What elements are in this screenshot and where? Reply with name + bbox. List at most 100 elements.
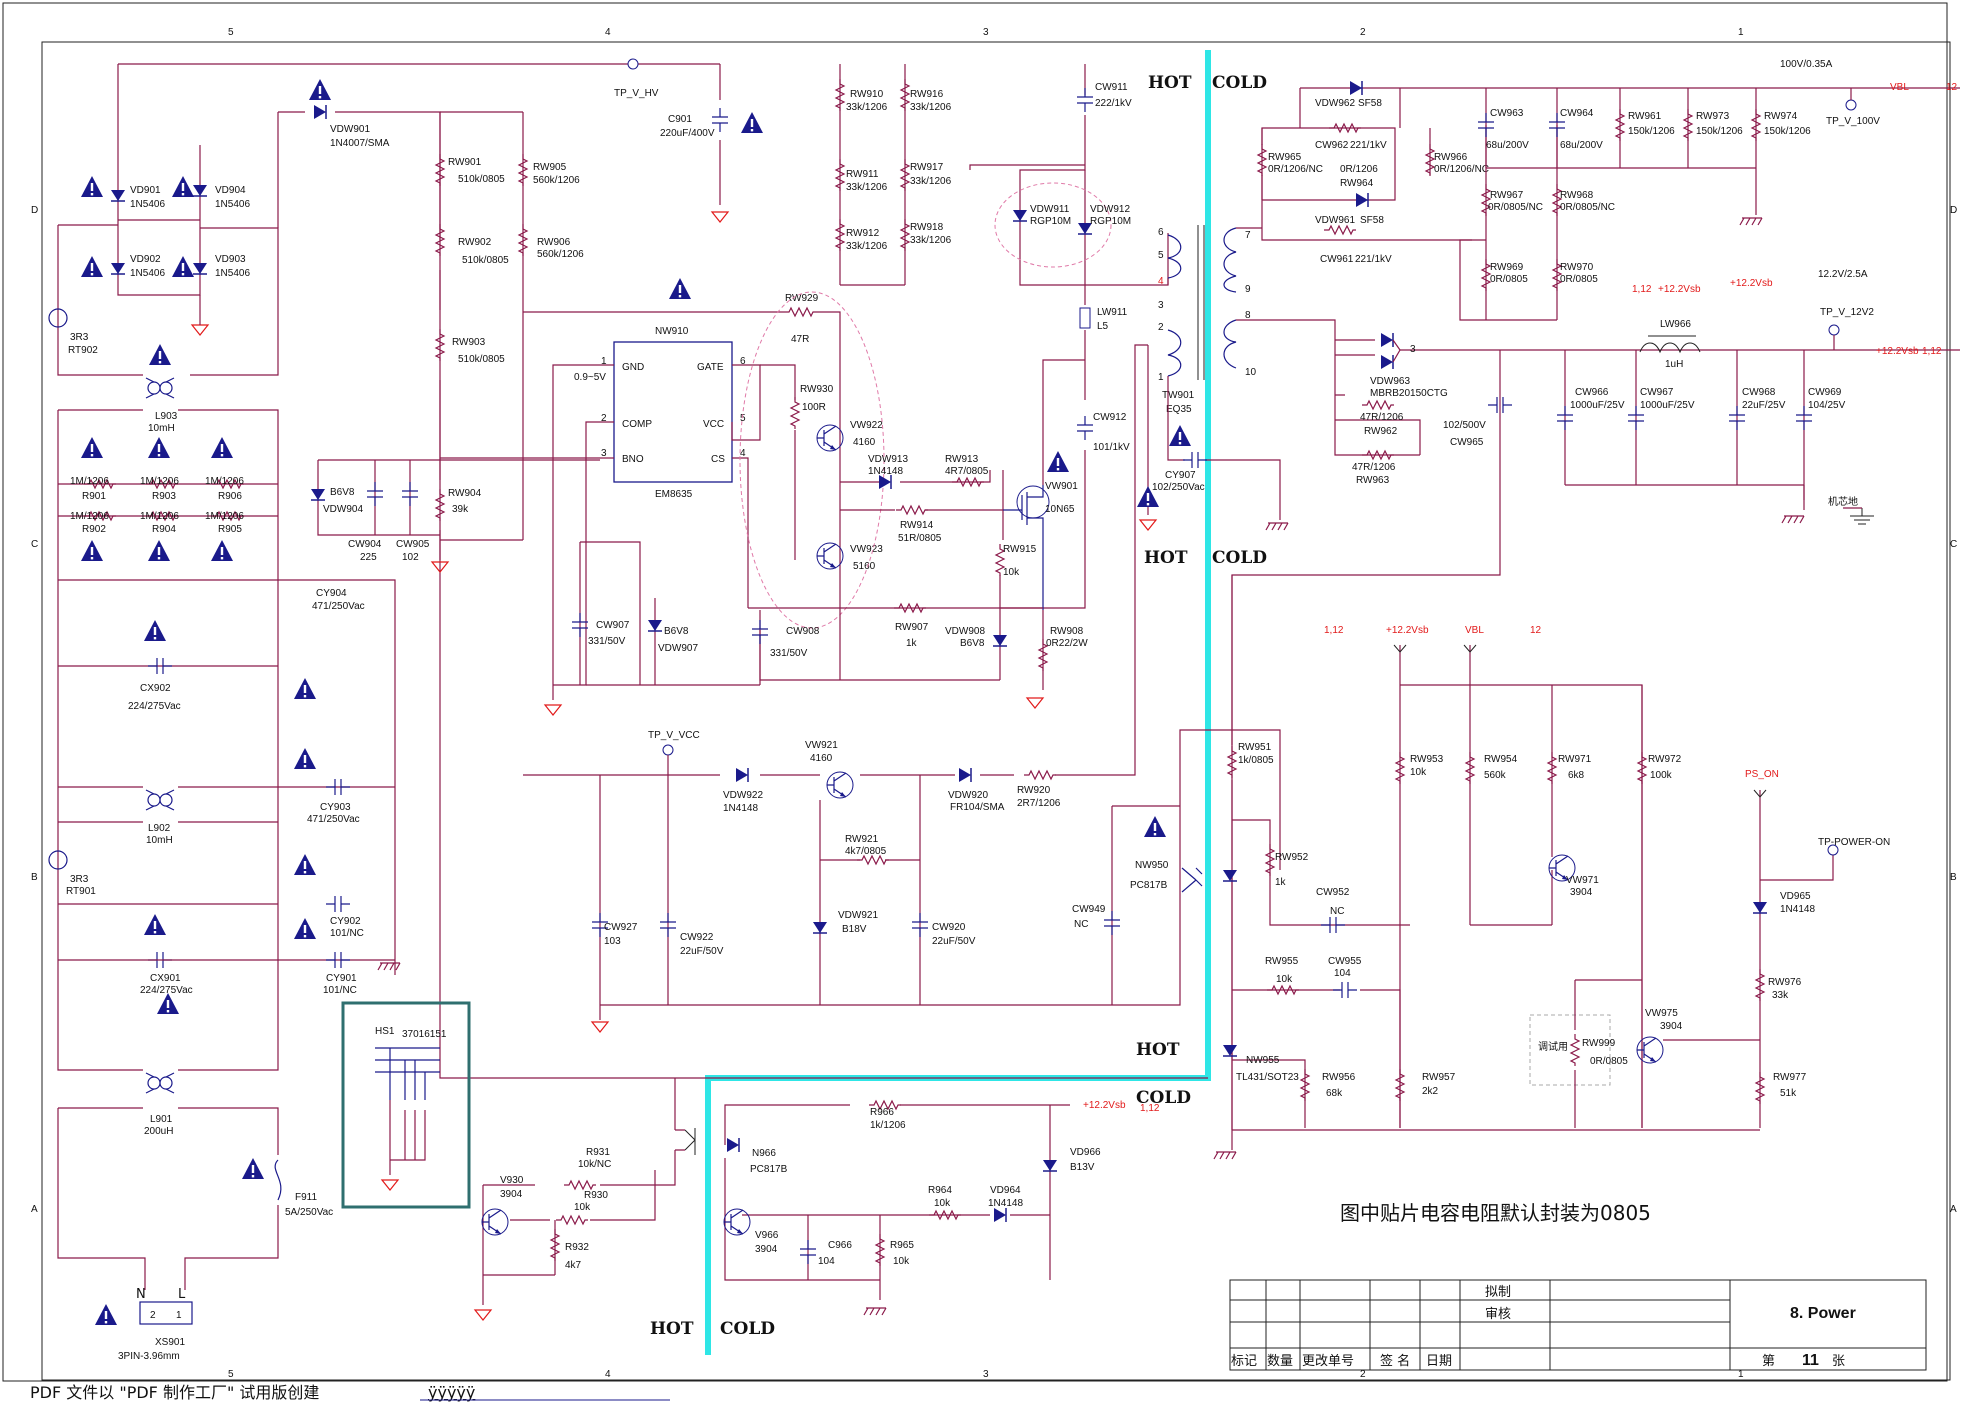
footer-link[interactable]: ÿÿÿÿÿ <box>428 1383 475 1402</box>
nw955-ref: NW955 <box>1246 1055 1280 1066</box>
cy903-val: 471/250Vac <box>307 814 360 825</box>
rw921-val: 4k7/0805 <box>845 846 887 857</box>
col-label: 5 <box>228 1369 234 1380</box>
cold-label: COLD <box>1212 73 1267 93</box>
svg-text:8: 8 <box>1245 310 1251 321</box>
cw905-val: 102 <box>402 552 419 563</box>
vd965-ref: VD965 <box>1780 891 1811 902</box>
r964-val: 10k <box>934 1198 951 1209</box>
ic-em8635 <box>613 341 733 483</box>
vw971-ref: VW971 <box>1566 875 1599 886</box>
rw914-ref: RW914 <box>900 520 934 531</box>
rw904-ref: RW904 <box>448 488 482 499</box>
cold-label: COLD <box>720 1319 775 1339</box>
col-label: 2 <box>1360 27 1366 38</box>
rw999-val: 0R/0805 <box>1590 1056 1628 1067</box>
pin-num: 4 <box>740 448 746 459</box>
net-12v2sb: +12.2Vsb <box>1386 625 1429 636</box>
svg-text:9: 9 <box>1245 284 1251 295</box>
vdw962-val: SF58 <box>1358 98 1382 109</box>
rw965-ref: RW965 <box>1268 152 1302 163</box>
r903-val: 1M/1206 <box>140 476 179 487</box>
rw912-ref: RW912 <box>846 228 880 239</box>
cw962-ref: CW962 <box>1315 140 1349 151</box>
col-label: 4 <box>605 1369 611 1380</box>
col-change: 更改单号 <box>1302 1354 1354 1369</box>
vref-note: 0.9~5V <box>574 372 606 383</box>
vdw912-val: RGP10M <box>1090 216 1131 227</box>
cw969-val: 104/25V <box>1808 400 1846 411</box>
rw974-val: 150k/1206 <box>1764 126 1811 137</box>
rw961-val: 150k/1206 <box>1628 126 1675 137</box>
vdw907-val: B6V8 <box>664 626 689 637</box>
rw910-ref: RW910 <box>850 89 884 100</box>
pin-num: 1 <box>601 356 607 367</box>
n966-val: PC817B <box>750 1164 788 1175</box>
r931-val: 10k/NC <box>578 1159 611 1170</box>
l902-ref: L902 <box>148 823 171 834</box>
row-label: C <box>31 539 38 550</box>
neutral-label: N <box>136 1287 146 1302</box>
rw915-ref: RW915 <box>1003 544 1037 555</box>
cw955-val: 104 <box>1334 968 1351 979</box>
rw974-ref: RW974 <box>1764 111 1798 122</box>
rw954-ref: RW954 <box>1484 754 1518 765</box>
vw922-val: 4160 <box>853 437 876 448</box>
vw921-ref: VW921 <box>805 740 838 751</box>
rw914-val: 51R/0805 <box>898 533 942 544</box>
rw907-ref: RW907 <box>895 622 929 633</box>
vdw901-ref: VDW901 <box>330 124 370 135</box>
debug-label: 调试用 <box>1538 1040 1568 1053</box>
cw965-ref: CW965 <box>1450 437 1484 448</box>
row-label: D <box>31 205 38 216</box>
rw916-ref: RW916 <box>910 89 944 100</box>
review-label: 审核 <box>1485 1307 1511 1322</box>
vd966-ref: VD966 <box>1070 1147 1101 1158</box>
rw929-ref: RW929 <box>785 293 819 304</box>
hot-label: HOT <box>650 1319 694 1339</box>
rw906-val: 560k/1206 <box>537 249 584 260</box>
hs1-val: 37016151 <box>402 1029 447 1040</box>
rw963-val: 47R/1206 <box>1352 462 1396 473</box>
vw975-ref: VW975 <box>1645 1008 1678 1019</box>
svg-text:4: 4 <box>1158 276 1164 287</box>
c966-val: 104 <box>818 1256 835 1267</box>
cw927-val: 103 <box>604 936 621 947</box>
rw918-ref: RW918 <box>910 222 944 233</box>
vdw963-ref: VDW963 <box>1370 376 1410 387</box>
cw967-ref: CW967 <box>1640 387 1674 398</box>
r966-val: 1k/1206 <box>870 1120 906 1131</box>
cw966-ref: CW966 <box>1575 387 1609 398</box>
vw922-ref: VW922 <box>850 420 883 431</box>
rw907-val: 1k <box>906 638 918 649</box>
rw956-val: 68k <box>1326 1088 1343 1099</box>
pin-num: 2 <box>601 413 607 424</box>
vdw961-val: SF58 <box>1360 215 1384 226</box>
vdw921-val: B18V <box>842 924 867 935</box>
rt901-ref: RT901 <box>66 886 96 897</box>
v12-rating: 12.2V/2.5A <box>1818 269 1868 280</box>
svg-text:1: 1 <box>176 1310 182 1321</box>
r932-ref: R932 <box>565 1242 589 1253</box>
cy903-ref: CY903 <box>320 802 351 813</box>
pin-gnd: GND <box>622 362 644 373</box>
rw961-ref: RW961 <box>1628 111 1662 122</box>
rw953-val: 10k <box>1410 767 1427 778</box>
pin-num: 3 <box>601 448 607 459</box>
primary-control-section: RW901 510k/0805 RW902 510k/0805 RW903 51… <box>310 58 1289 1033</box>
cw949-ref: CW949 <box>1072 904 1106 915</box>
vdw962-ref: VDW962 <box>1315 98 1355 109</box>
r904-ref: R904 <box>152 524 176 535</box>
line-label: L <box>178 1287 186 1302</box>
svg-text:7: 7 <box>1245 230 1251 241</box>
vw921-val: 4160 <box>810 753 833 764</box>
net-vbl: VBL <box>1890 82 1909 93</box>
cy902-val: 101/NC <box>330 928 364 939</box>
rw903-val: 510k/0805 <box>458 354 505 365</box>
vd966-val: B13V <box>1070 1162 1095 1173</box>
rw968-ref: RW968 <box>1560 190 1594 201</box>
vdw921-ref: VDW921 <box>838 910 878 921</box>
rw956-ref: RW956 <box>1322 1072 1356 1083</box>
cw961-ref: CW961 <box>1320 254 1354 265</box>
rw953-ref: RW953 <box>1410 754 1444 765</box>
